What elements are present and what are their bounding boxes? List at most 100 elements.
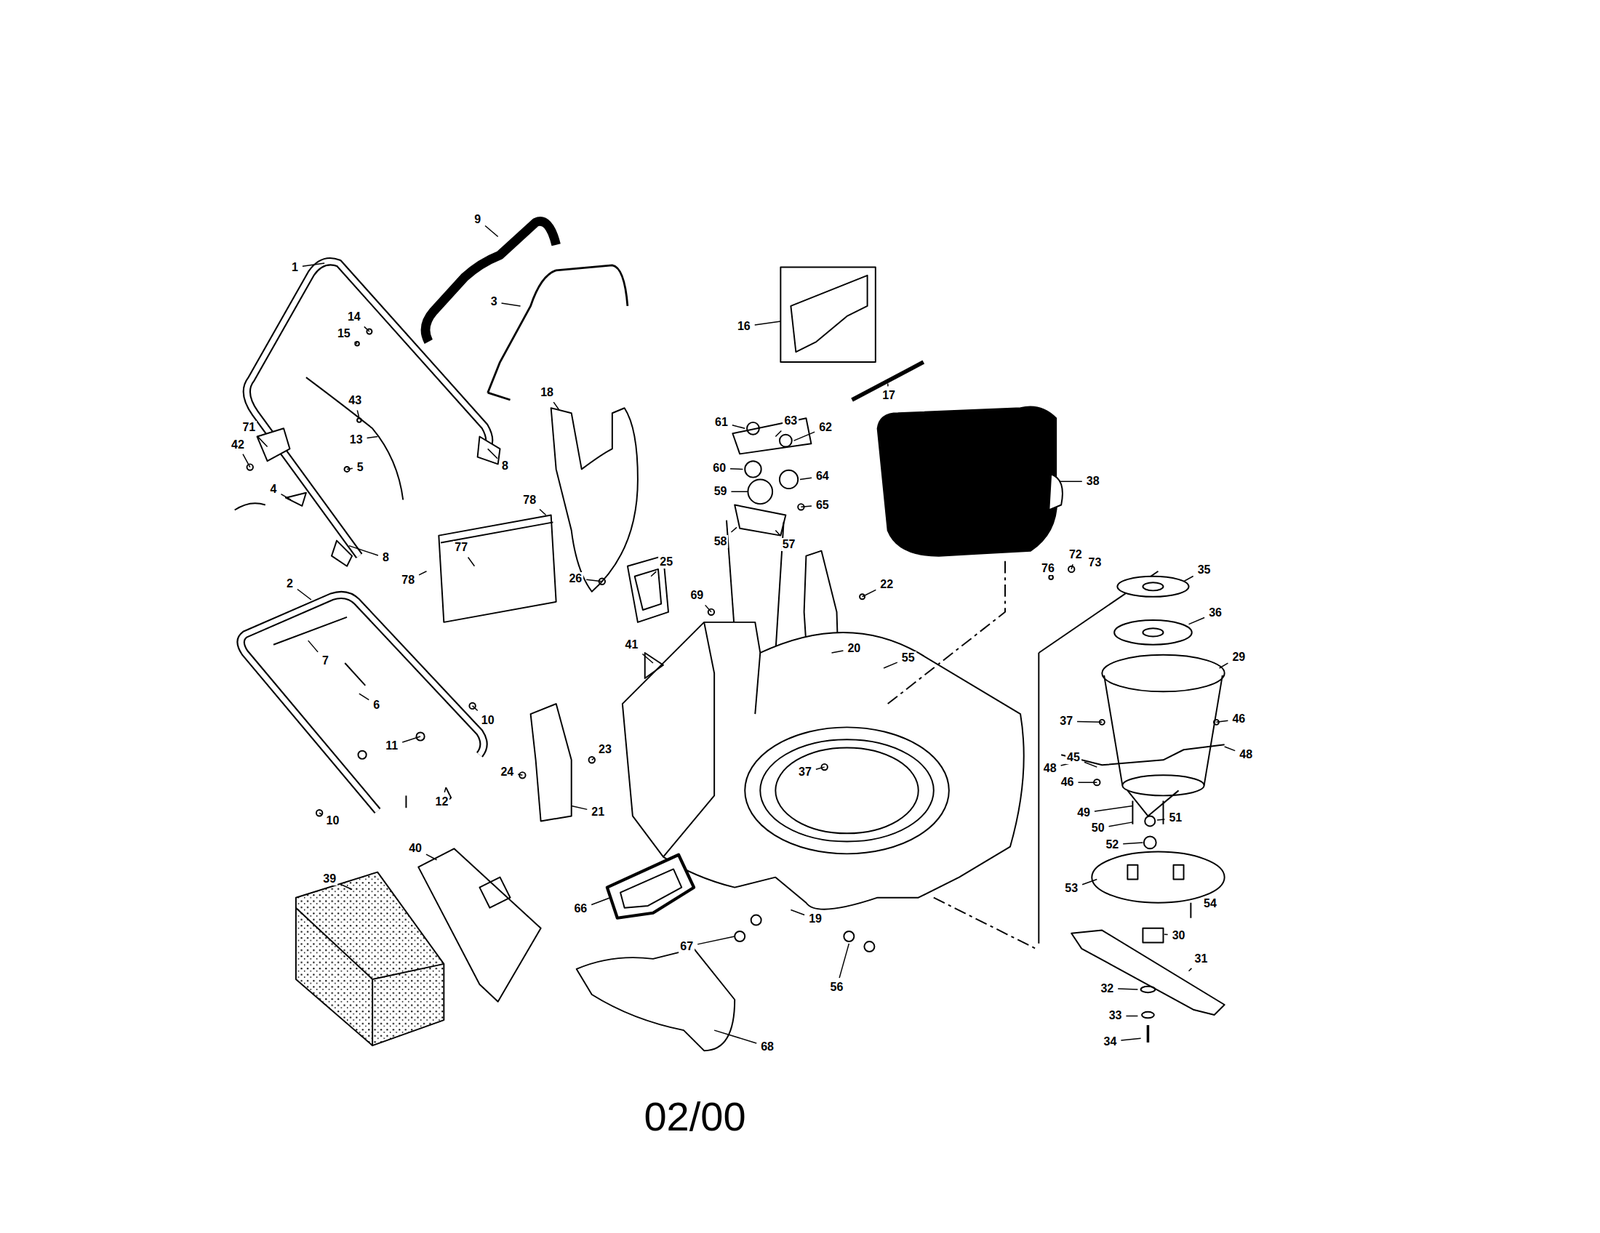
- callout-number: 58: [712, 535, 729, 549]
- callout-number: 38: [1085, 474, 1102, 488]
- callout-number: 10: [324, 814, 341, 828]
- part-outline: [933, 898, 1036, 950]
- part-outline: [744, 461, 761, 478]
- part-outline: [530, 704, 572, 822]
- part-outline: [354, 341, 360, 347]
- callout-number: 55: [900, 651, 917, 665]
- callout-number: 78: [521, 493, 538, 507]
- part-outline: [747, 479, 773, 504]
- leader-line: [732, 425, 745, 430]
- part-outline: [1144, 837, 1157, 850]
- callout-number: 30: [1170, 929, 1187, 943]
- callout-number: 48: [1237, 748, 1254, 762]
- leader-line: [862, 589, 877, 597]
- callout-number: 64: [814, 469, 831, 483]
- part-outline: [888, 561, 1006, 704]
- callout-number: 13: [348, 433, 365, 447]
- callout-number: 40: [407, 842, 424, 856]
- leader-line: [642, 654, 654, 664]
- part-outline: [440, 522, 553, 543]
- callout-number: 56: [829, 981, 846, 995]
- leader-line: [367, 437, 379, 439]
- part-outline: [296, 872, 444, 1047]
- part-outline: [285, 493, 307, 507]
- part-outline: [296, 908, 444, 1046]
- leader-line: [1071, 564, 1073, 570]
- leader-line: [730, 527, 737, 533]
- callout-number: 35: [1196, 563, 1213, 577]
- callout-number: 11: [384, 739, 400, 753]
- callout-number: 14: [346, 310, 363, 324]
- callout-number: 45: [1065, 751, 1082, 765]
- part-outline: [734, 931, 745, 942]
- leader-line: [571, 805, 588, 810]
- leader-line: [591, 898, 611, 906]
- part-outline: [1142, 628, 1163, 637]
- callout-number: 4: [269, 482, 279, 496]
- leader-line: [1219, 663, 1229, 669]
- part-outline: [1173, 865, 1184, 880]
- part-outline: [576, 949, 735, 1051]
- callout-number: 29: [1230, 650, 1247, 664]
- callout-number: 72: [1067, 548, 1084, 562]
- part-outline: [1144, 816, 1155, 827]
- callout-number: 18: [538, 386, 555, 400]
- callout-number: 21: [589, 805, 606, 819]
- callout-number: 15: [336, 327, 352, 341]
- part-outline: [316, 810, 323, 816]
- leader-line: [800, 506, 812, 507]
- leader-line: [364, 326, 370, 332]
- leader-line: [1122, 842, 1143, 845]
- leader-line: [472, 706, 478, 712]
- part-outline: [634, 569, 662, 611]
- part-outline: [1132, 800, 1163, 824]
- part-outline: [479, 877, 510, 909]
- callout-number: 61: [713, 416, 730, 430]
- callout-number: 9: [472, 213, 483, 227]
- callout-number: 24: [498, 765, 515, 779]
- part-outline: [438, 515, 556, 623]
- callout-number: 50: [1090, 821, 1107, 835]
- callout-number: 77: [453, 541, 470, 555]
- part-outline: [357, 751, 366, 760]
- part-outline: [843, 931, 854, 942]
- part-outline: [859, 594, 865, 600]
- part-outline: [240, 594, 484, 811]
- callout-number: 51: [1167, 811, 1184, 825]
- callout-number: 36: [1207, 606, 1224, 620]
- callout-number: 66: [572, 902, 589, 916]
- part-outline: [775, 747, 918, 834]
- callout-number: 46: [1059, 776, 1076, 790]
- leader-line: [592, 758, 595, 761]
- part-outline: [273, 617, 347, 646]
- part-outline: [589, 757, 595, 763]
- leader-line: [319, 813, 322, 815]
- part-outline: [607, 855, 694, 919]
- part-outline: [488, 392, 511, 400]
- part-outline: [246, 261, 489, 557]
- callout-number: 8: [500, 459, 510, 473]
- callout-number: 3: [489, 295, 499, 309]
- leader-line: [887, 384, 889, 387]
- callout-number: 39: [321, 872, 338, 886]
- leader-line: [302, 263, 325, 267]
- part-outline: [864, 941, 875, 952]
- callout-number: 67: [678, 940, 695, 954]
- leader-line: [1125, 1016, 1138, 1018]
- callout-number: 22: [878, 578, 895, 592]
- callout-number: 62: [817, 421, 834, 435]
- callout-number: 57: [781, 538, 798, 552]
- callout-number: 12: [434, 795, 451, 809]
- part-outline: [488, 265, 628, 393]
- part-outline: [732, 418, 811, 454]
- callout-number: 46: [1230, 712, 1247, 726]
- callout-number: 17: [880, 389, 897, 403]
- callout-number: 76: [1040, 562, 1056, 576]
- leader-line: [242, 454, 251, 468]
- part-outline: [1189, 903, 1192, 919]
- part-outline: [734, 505, 786, 536]
- leader-line: [418, 571, 427, 576]
- leader-line: [1157, 819, 1165, 821]
- part-outline: [1048, 575, 1054, 580]
